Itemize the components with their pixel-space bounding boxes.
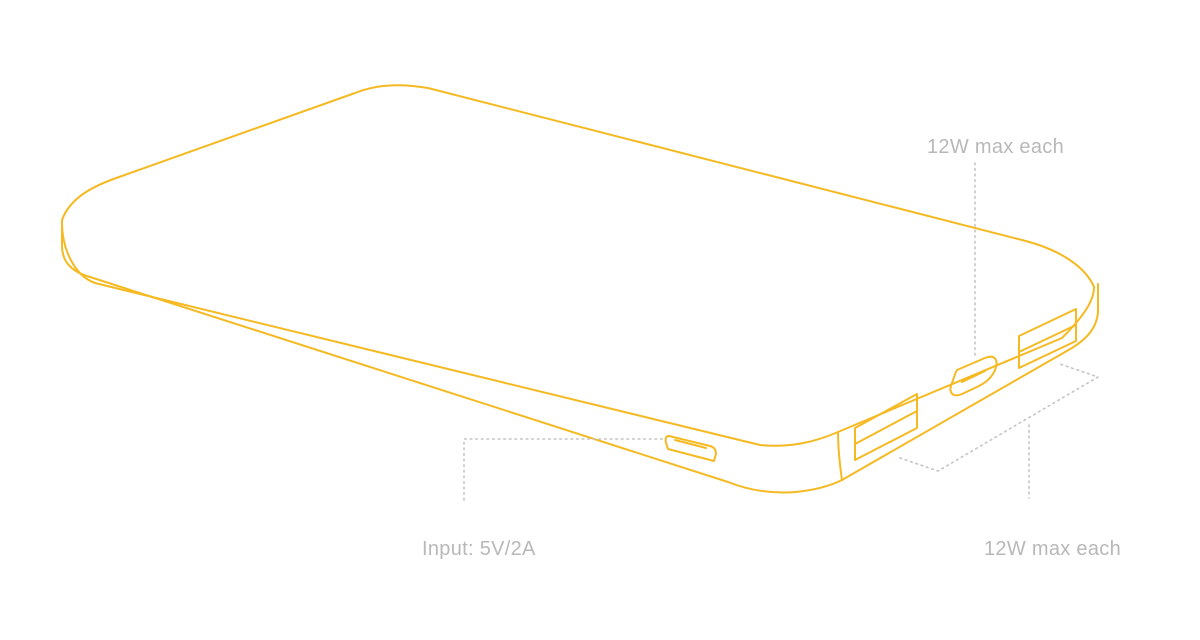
label-usb-a-output: 12W max each [984, 538, 1121, 560]
power-bank-side-corner [837, 431, 843, 481]
leader-line-usb-a [899, 363, 1100, 472]
leader-line-input [463, 438, 666, 501]
usb-c-port [949, 355, 998, 397]
power-bank-top-face [61, 84, 1095, 447]
power-bank-side-bottom-edge [841, 283, 1099, 481]
usb-a-port-right [1018, 308, 1077, 369]
usb-a-port-left [854, 393, 918, 461]
label-usb-c-output: 12W max each [927, 136, 1064, 158]
micro-usb-port [664, 435, 717, 462]
power-bank-front-bottom-edge [61, 221, 843, 494]
label-input: Input: 5V/2A [422, 538, 536, 560]
power-bank-body [61, 84, 1099, 494]
